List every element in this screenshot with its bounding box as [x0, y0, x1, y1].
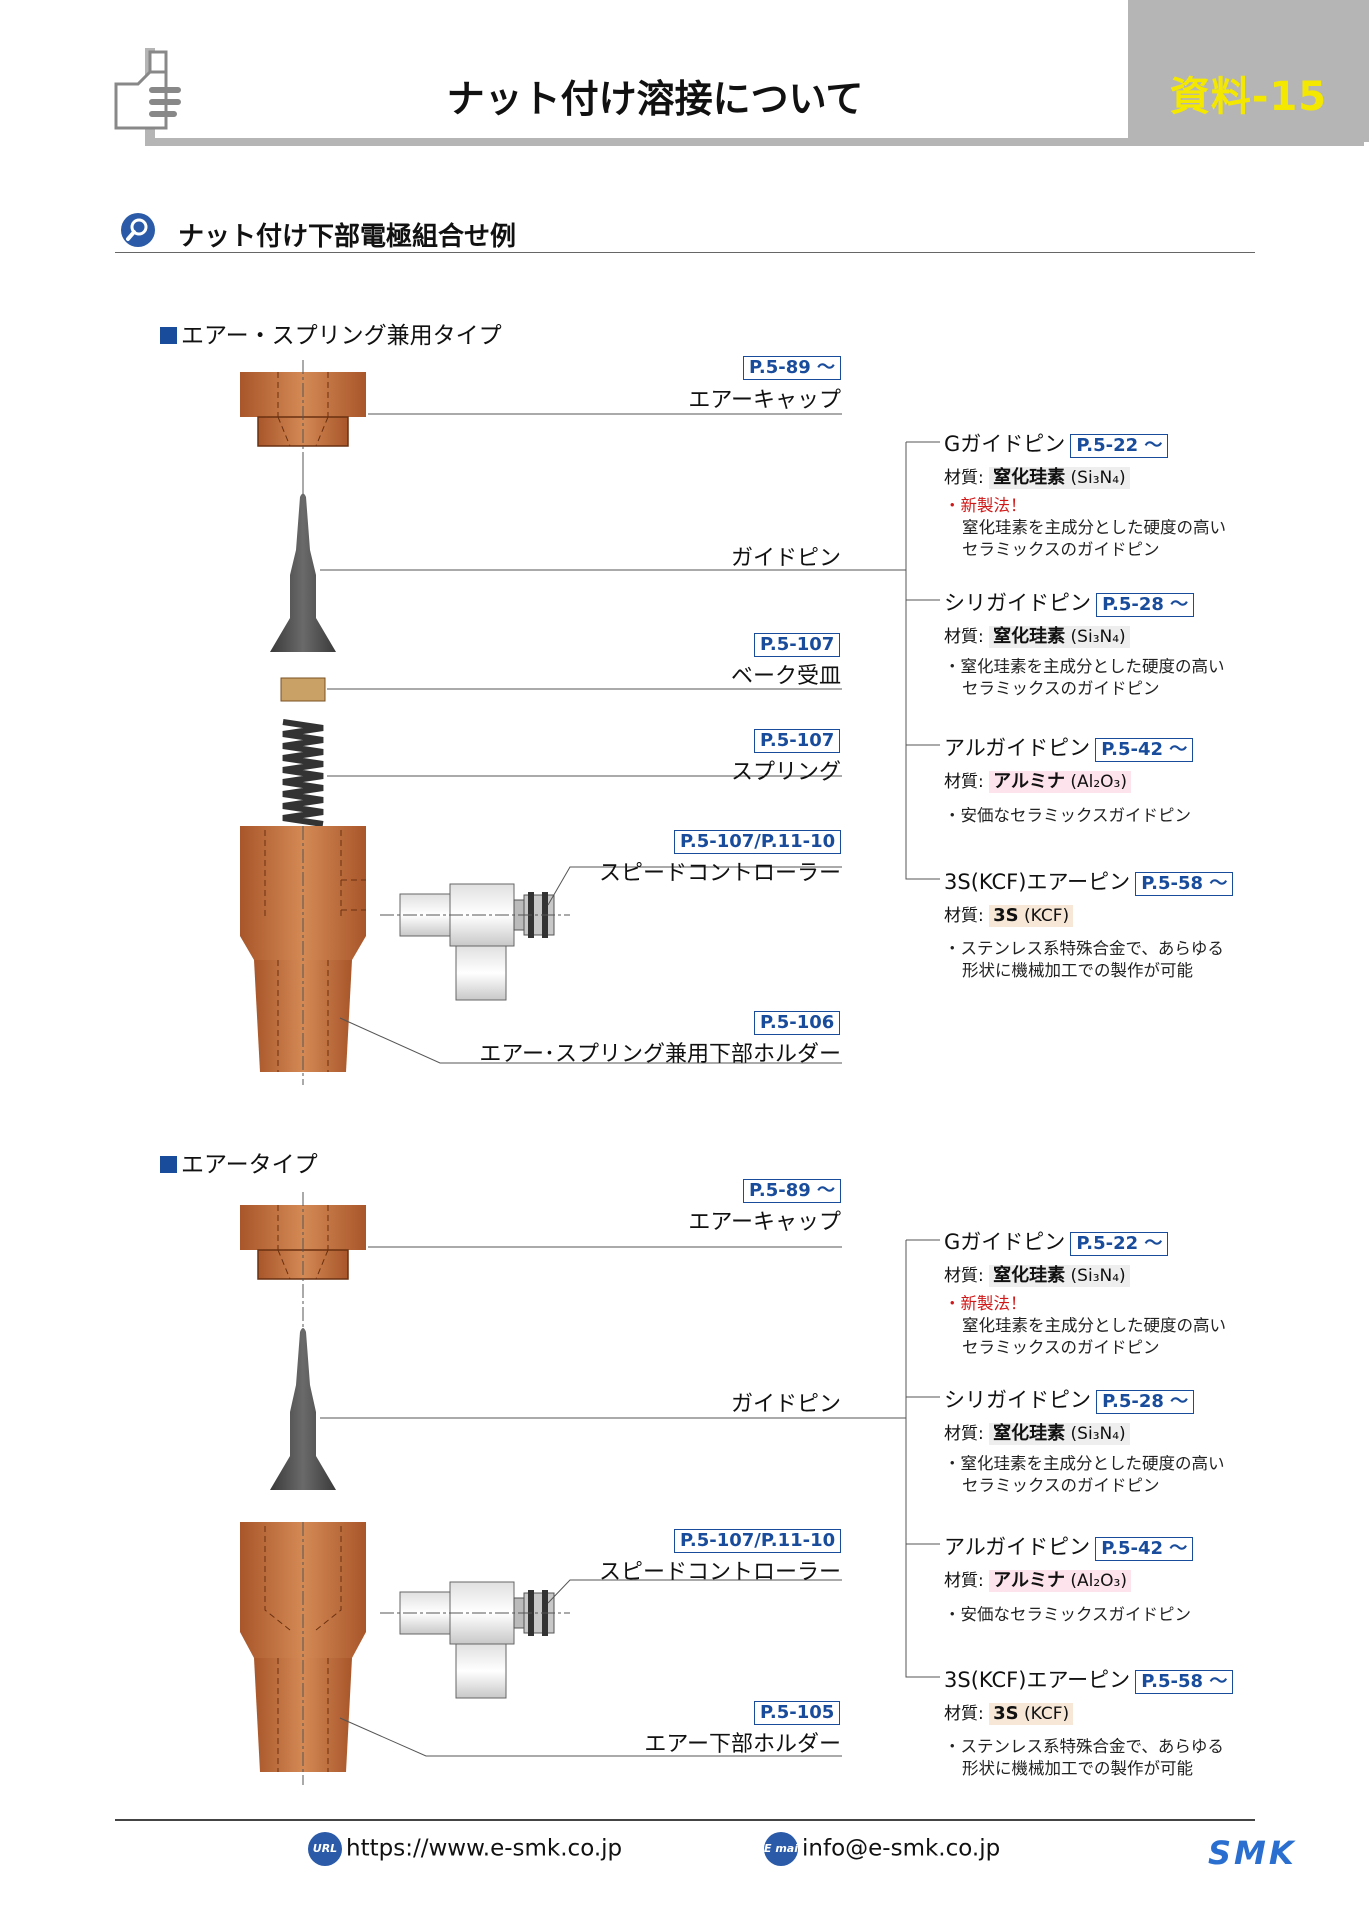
section-title: ナット付け下部電極組合せ例: [178, 222, 517, 252]
group2-ref-speedctrl[interactable]: P.5-107/P.11-10: [674, 1529, 842, 1553]
group2-pin-alu: アルガイドピン P.5-42 ～ 材質: アルミナ (Al₂O₃) ・安価なセラ…: [944, 1531, 1194, 1626]
group2-title: エアータイプ: [160, 1145, 318, 1179]
page-title: ナット付け溶接について: [446, 77, 864, 121]
group2-pin-g: Gガイドピン P.5-22 ～ 材質: 窒化珪素 (Si₃N₄) ・新製法！ 窒…: [944, 1230, 1226, 1357]
group1-pin-shiri: シリガイドピン P.5-28 ～ 材質: 窒化珪素 (Si₃N₄) ・窒化珪素を…: [944, 591, 1225, 698]
group2-label-holder: エアー下部ホルダー: [644, 1732, 841, 1757]
group2-diagram: [240, 1192, 842, 1785]
air-cap: [240, 360, 366, 455]
header-code-box: [1128, 0, 1369, 142]
square-bullet-icon: [160, 1156, 177, 1173]
group1-title: エアー・スプリング兼用タイプ: [160, 316, 502, 350]
new-method-badge: ・新製法！: [944, 496, 1027, 515]
group1-pin-shiri-ref[interactable]: P.5-28 ～: [1096, 593, 1195, 617]
guide-pin: [270, 1328, 336, 1490]
group1-pin-g: Gガイドピン P.5-22 ～ 材質: 窒化珪素 (Si₃N₄) ・新製法！ 窒…: [944, 432, 1226, 559]
group2-pin-3s: 3S(KCF)エアーピン P.5-58 ～ 材質: 3S (KCF) ・ステンレ…: [944, 1664, 1234, 1780]
spring: [282, 719, 324, 827]
wrench-hand-icon: [114, 50, 181, 130]
section-rule: [115, 252, 1255, 253]
speed-controller: [380, 1581, 570, 1699]
group1-label-guidepin: ガイドピン: [730, 546, 841, 571]
group1-ref-bakelite[interactable]: P.5-107: [754, 633, 841, 657]
url-icon: URL: [308, 1832, 342, 1866]
group2-label-speedctrl: スピードコントローラー: [598, 1560, 841, 1585]
group2-pin-shiri-ref[interactable]: P.5-28 ～: [1096, 1390, 1195, 1414]
group1-label-spring: スプリング: [730, 760, 841, 785]
bakelite-dish: [280, 677, 326, 702]
group1-pin-3s-ref[interactable]: P.5-58 ～: [1135, 872, 1234, 896]
email-link[interactable]: info@e-smk.co.jp: [802, 1835, 1001, 1862]
group2-label-aircap: エアーキャップ: [688, 1210, 841, 1235]
speed-controller: [380, 883, 570, 1001]
footer-rule: [115, 1819, 1255, 1821]
group1-label-bakelite: ベーク受皿: [730, 664, 841, 689]
group1-ref-speedctrl[interactable]: P.5-107/P.11-10: [674, 830, 842, 854]
group1-pin-alu: アルガイドピン P.5-42 ～ 材質: アルミナ (Al₂O₃) ・安価なセラ…: [944, 732, 1194, 827]
group2-ref-aircap[interactable]: P.5-89 ～: [743, 1179, 842, 1203]
square-bullet-icon: [160, 327, 177, 344]
group1-pin-g-ref[interactable]: P.5-22 ～: [1070, 434, 1169, 458]
group2-pin-shiri: シリガイドピン P.5-28 ～ 材質: 窒化珪素 (Si₃N₄) ・窒化珪素を…: [944, 1388, 1225, 1495]
group1-diagram: [240, 360, 842, 1085]
air-cap: [240, 1192, 366, 1330]
footer-email[interactable]: E mailinfo@e-smk.co.jp: [764, 1832, 1000, 1866]
group1-pin-alu-ref[interactable]: P.5-42 ～: [1095, 738, 1194, 762]
group1-pin-3s: 3S(KCF)エアーピン P.5-58 ～ 材質: 3S (KCF) ・ステンレ…: [944, 866, 1234, 982]
group1-label-speedctrl: スピードコントローラー: [598, 861, 841, 886]
air-lower-holder: [240, 1522, 366, 1785]
lower-holder: [240, 826, 366, 1085]
group2-pin-bracket: [840, 1239, 940, 1678]
new-method-badge: ・新製法！: [944, 1294, 1027, 1313]
group1-pin-bracket: [840, 441, 940, 880]
group2-ref-holder[interactable]: P.5-105: [754, 1701, 841, 1725]
smk-logo: SMK: [1208, 1834, 1297, 1872]
group2-label-guidepin: ガイドピン: [730, 1392, 841, 1417]
guide-pin: [270, 455, 336, 652]
group1-ref-holder[interactable]: P.5-106: [754, 1011, 841, 1035]
url-link[interactable]: https://www.e-smk.co.jp: [346, 1835, 623, 1862]
header-rule: [145, 138, 1364, 146]
group1-label-aircap: エアーキャップ: [688, 388, 841, 413]
group1-ref-aircap[interactable]: P.5-89 ～: [743, 356, 842, 380]
page-code: 資料-15: [1169, 74, 1328, 120]
group2-pin-alu-ref[interactable]: P.5-42 ～: [1095, 1537, 1194, 1561]
mail-icon: E mail: [764, 1832, 802, 1866]
group1-ref-spring[interactable]: P.5-107: [754, 729, 841, 753]
group2-pin-3s-ref[interactable]: P.5-58 ～: [1135, 1670, 1234, 1694]
group2-pin-g-ref[interactable]: P.5-22 ～: [1070, 1232, 1169, 1256]
group1-label-holder: エアー･スプリング兼用下部ホルダー: [479, 1042, 841, 1067]
magnifier-icon: [121, 213, 155, 247]
